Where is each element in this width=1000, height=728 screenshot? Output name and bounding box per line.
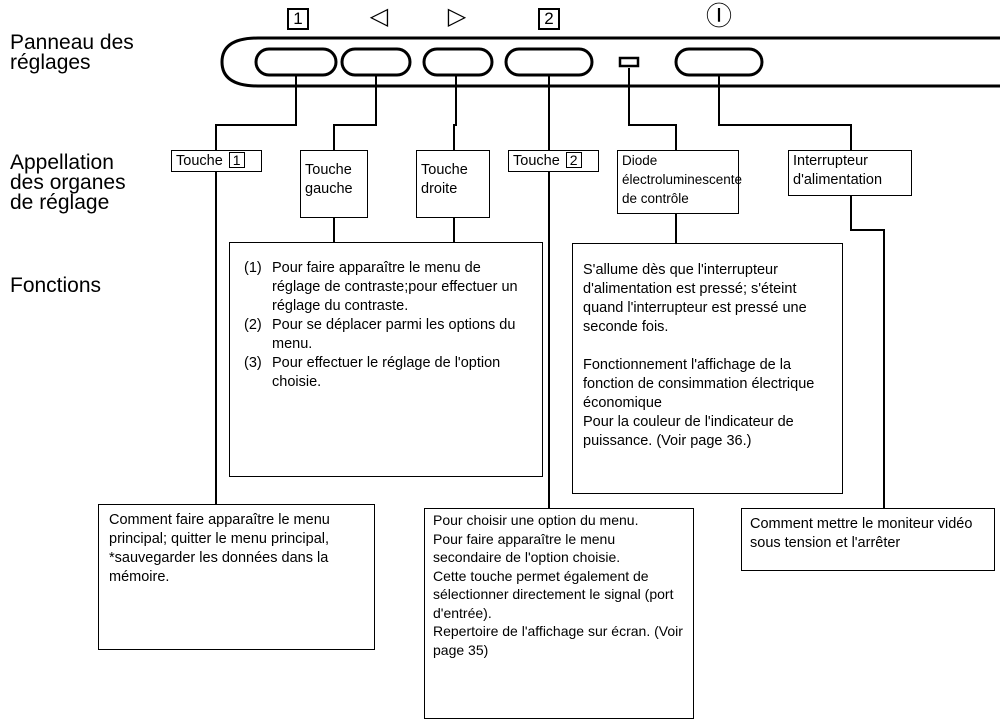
section-names-line3: de réglage	[10, 191, 110, 214]
label-key2: Touche 2	[508, 150, 599, 172]
label-key1-num: 1	[228, 152, 245, 168]
item-number: (1)	[244, 260, 262, 276]
key2-paragraph-3: Cette touche permet également de sélecti…	[433, 567, 674, 621]
power-icon: Ⓘ	[705, 1, 732, 31]
right-arrow-icon: ▷	[447, 3, 467, 30]
panel-outline	[220, 36, 1000, 88]
key1-button	[254, 47, 338, 77]
key2-paragraph-2: Pour faire apparaître le menu secondaire…	[433, 530, 621, 566]
section-names-line1: Appellation	[10, 151, 114, 174]
label-led: Diode électroluminescente de contrôle	[617, 150, 743, 214]
section-functions: Fonctions	[10, 274, 102, 297]
led-paragraph-1: S'allume dès que l'interrupteur d'alimen…	[583, 262, 807, 335]
label-led-line3: de contrôle	[622, 191, 689, 206]
item-text: Pour se déplacer parmi les options du me…	[272, 317, 516, 352]
label-left: Touche gauche	[300, 150, 368, 218]
function-power: Comment mettre le moniteur vidéo sous te…	[741, 508, 995, 571]
item-text: Pour effectuer le réglage de l'option ch…	[272, 355, 501, 390]
power-paragraph: Comment mettre le moniteur vidéo sous te…	[750, 516, 973, 551]
list-item: (2) Pour se déplacer parmi les options d…	[244, 316, 532, 354]
left-button	[340, 47, 412, 77]
label-left-line1: Touche	[305, 162, 352, 178]
function-key1: Comment faire apparaître le menu princip…	[98, 504, 375, 650]
section-panel-line1: Panneau des	[10, 31, 134, 54]
key2-paragraph-1: Pour choisir une option du menu.	[433, 512, 639, 528]
label-key1: Touche 1	[171, 150, 262, 172]
label-power: Interrupteur d'alimentation	[788, 150, 912, 196]
key1-paragraph: Comment faire apparaître le menu princip…	[109, 512, 330, 585]
label-left-line2: gauche	[305, 181, 353, 197]
label-right-line1: Touche	[421, 162, 468, 178]
function-arrows-list: (1) Pour faire apparaître le menu de rég…	[244, 259, 532, 392]
right-button	[422, 47, 494, 77]
function-arrows: (1) Pour faire apparaître le menu de rég…	[229, 242, 543, 477]
section-panel-line2: réglages	[10, 51, 91, 74]
led-indicator	[618, 56, 640, 68]
item-number: (3)	[244, 355, 262, 371]
label-power-line1: Interrupteur	[793, 153, 868, 169]
label-led-line1: Diode	[622, 153, 658, 168]
item-text: Pour faire apparaître le menu de réglage…	[272, 260, 518, 314]
label-key1-prefix: Touche	[176, 153, 223, 169]
label-key2-num: 2	[565, 152, 582, 168]
key2-paragraph-4: Repertoire de l'affichage sur écran. (Vo…	[433, 623, 683, 658]
led-paragraph-2: Fonctionnement l'affichage de la fonctio…	[583, 357, 815, 411]
function-key2: Pour choisir une option du menu. Pour fa…	[424, 508, 694, 719]
label-led-line2: électroluminescente	[622, 172, 743, 187]
section-names-line2: des organes	[10, 171, 126, 194]
label-power-line2: d'alimentation	[793, 172, 883, 188]
list-item: (3) Pour effectuer le réglage de l'optio…	[244, 354, 532, 392]
label-right-line2: droite	[421, 181, 458, 197]
left-arrow-icon: ◁	[369, 3, 389, 30]
led-paragraph-3: Pour la couleur de l'indicateur de puiss…	[583, 414, 794, 449]
item-number: (2)	[244, 317, 262, 333]
label-right: Touche droite	[416, 150, 490, 218]
function-led: S'allume dès que l'interrupteur d'alimen…	[572, 243, 843, 494]
key1-icon: 1	[284, 5, 310, 30]
list-item: (1) Pour faire apparaître le menu de rég…	[244, 259, 532, 316]
label-key2-prefix: Touche	[513, 153, 560, 169]
key2-button	[504, 47, 594, 77]
key2-icon: 2	[535, 5, 561, 30]
power-button	[674, 47, 764, 77]
section-panel: Panneau des réglages	[10, 31, 134, 74]
section-names: Appellation des organes de réglage	[10, 151, 126, 214]
